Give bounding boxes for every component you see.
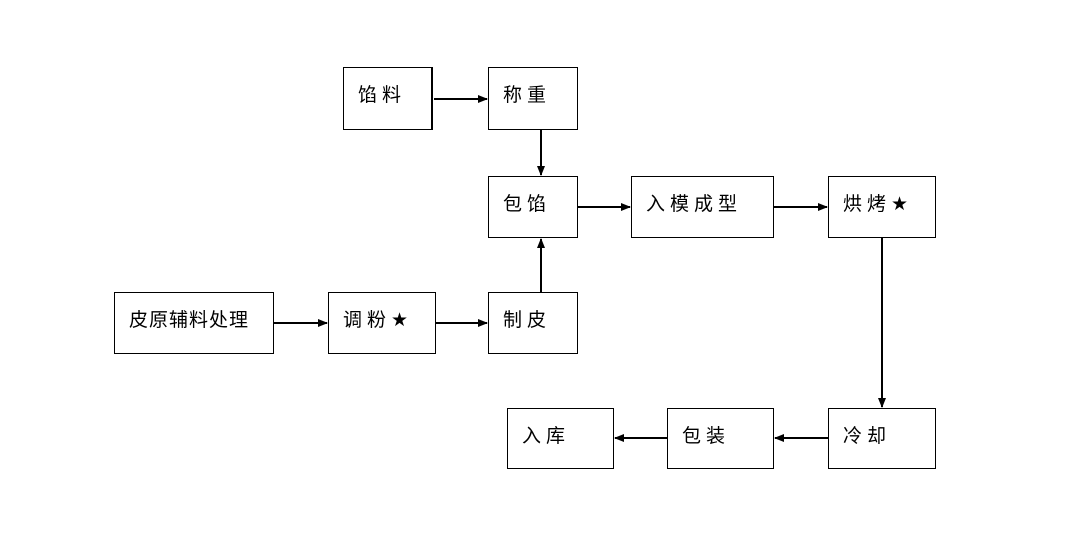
node-label: 制皮 bbox=[503, 309, 552, 331]
node-baoxian: 包馅 bbox=[488, 176, 578, 238]
node-chengzhong: 称重 bbox=[488, 67, 578, 130]
node-tiaofen: 调粉★ bbox=[328, 292, 436, 354]
node-hongkao: 烘烤★ bbox=[828, 176, 936, 238]
node-label: 包装 bbox=[682, 425, 731, 447]
node-label: 烘烤★ bbox=[843, 193, 914, 215]
node-label: 馅料 bbox=[358, 84, 407, 106]
node-rumo-chengxing: 入模成型 bbox=[631, 176, 774, 238]
node-baozhuang: 包装 bbox=[667, 408, 774, 469]
node-label: 称重 bbox=[503, 84, 552, 106]
node-label: 调粉★ bbox=[343, 309, 414, 331]
node-label: 冷却 bbox=[843, 425, 892, 447]
node-label: 入模成型 bbox=[646, 193, 743, 215]
node-label: 皮原辅料处理 bbox=[129, 309, 250, 331]
node-label: 入库 bbox=[522, 425, 571, 447]
node-xianliao: 馅料 bbox=[343, 67, 433, 130]
node-zhipi: 制皮 bbox=[488, 292, 578, 354]
node-pi-yuanfuliao-chuli: 皮原辅料处理 bbox=[114, 292, 274, 354]
node-ruku: 入库 bbox=[507, 408, 614, 469]
node-lengque: 冷却 bbox=[828, 408, 936, 469]
node-label: 包馅 bbox=[503, 193, 552, 215]
